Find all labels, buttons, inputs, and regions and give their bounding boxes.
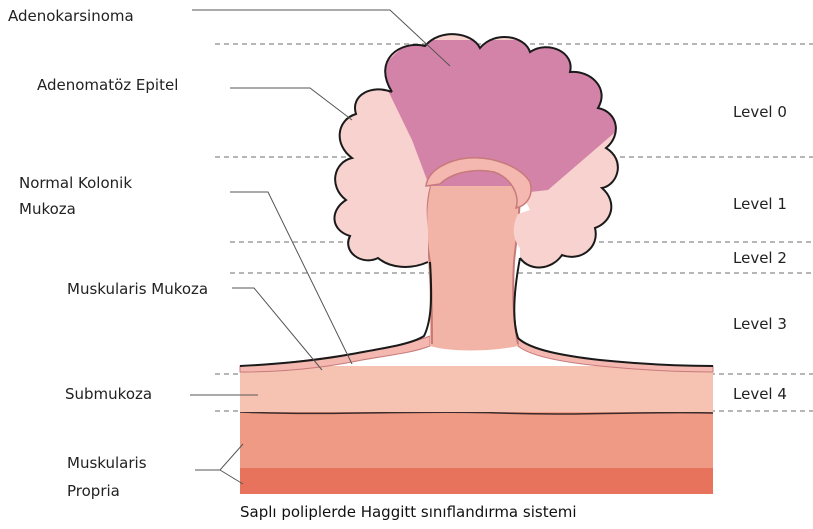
label-muscularis-propria-line2: Propria xyxy=(67,482,120,500)
muscularis-propria-deep-band xyxy=(240,468,713,494)
label-muscularis-propria-line1: Muskularis xyxy=(67,454,147,472)
label-normal-mucosa-line2: Mukoza xyxy=(19,200,76,218)
label-submucosa: Submukoza xyxy=(65,385,152,403)
level-label-1: Level 1 xyxy=(733,195,787,213)
polyp-stalk xyxy=(426,186,520,351)
leader-muscularis-mucosa xyxy=(232,288,322,370)
leader-adenomatous-epithelium xyxy=(230,88,352,120)
label-muscularis-mucosa: Muskularis Mukoza xyxy=(67,280,208,298)
label-normal-mucosa-line1: Normal Kolonik xyxy=(19,174,132,192)
level-label-0: Level 0 xyxy=(733,103,787,121)
label-adenomatous-epithelium: Adenomatöz Epitel xyxy=(37,76,178,94)
level-label-4: Level 4 xyxy=(733,385,787,403)
mucosa-surface-right xyxy=(514,258,713,366)
diagram-caption: Saplı poliplerde Haggitt sınıflandırma s… xyxy=(240,503,577,521)
label-adenocarcinoma: Adenokarsinoma xyxy=(8,7,134,25)
level-label-3: Level 3 xyxy=(733,315,787,333)
level-label-2: Level 2 xyxy=(733,249,787,267)
leader-muscularis-propria-upper xyxy=(195,444,243,470)
submucosa-layer xyxy=(240,366,713,412)
leader-muscularis-propria-lower xyxy=(220,470,243,484)
